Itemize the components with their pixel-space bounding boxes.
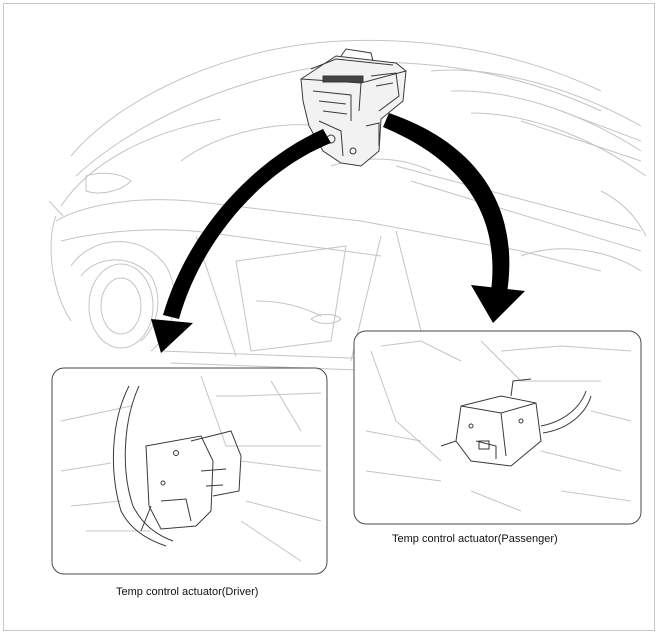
diagram-canvas (48, 39, 647, 575)
curved-arrow-left-icon (151, 129, 331, 353)
passenger-actuator-icon (440, 378, 592, 467)
passenger-actuator-caption: Temp control actuator(Passenger) (392, 533, 558, 545)
passenger-detail-box (353, 330, 642, 525)
driver-detail-box (51, 367, 328, 575)
driver-actuator-caption: Temp control actuator(Driver) (116, 586, 259, 598)
curved-arrow-right-icon (383, 113, 525, 323)
driver-actuator-icon (112, 385, 242, 547)
diagram-frame: Temp control actuator(Driver) Temp contr… (3, 3, 655, 631)
